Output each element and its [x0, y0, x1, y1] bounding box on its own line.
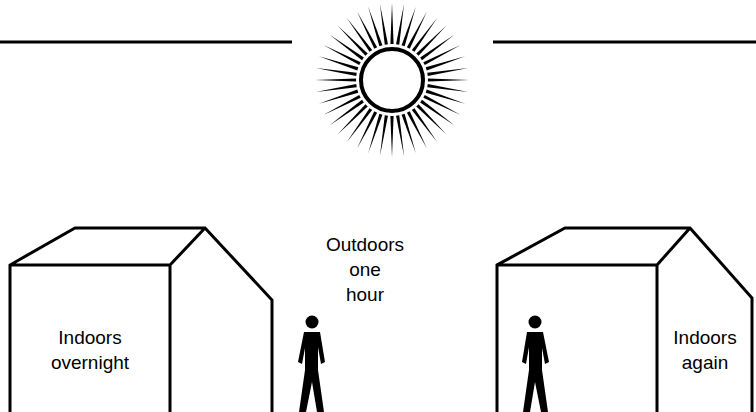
sun-ray [357, 11, 377, 48]
horizon-line [493, 41, 756, 44]
sun-ray [402, 114, 416, 154]
sun-ray [390, 3, 393, 44]
house-box: Indoors again [497, 228, 754, 412]
house-outline [497, 228, 754, 412]
sun-ray [316, 84, 357, 92]
sun-ray [426, 56, 466, 70]
sun-ray [323, 45, 360, 65]
sun-ray [319, 56, 359, 70]
sun-ray [396, 4, 404, 45]
horizon-line [0, 41, 292, 44]
house-label: Indoors overnight [51, 325, 129, 375]
free-label: Outdoors one hour [326, 232, 404, 307]
sun-ray [380, 115, 388, 156]
house-box: Indoors overnight [10, 228, 274, 412]
sun-ray [316, 68, 357, 76]
person-body [522, 332, 549, 412]
sun-ray [402, 7, 416, 47]
sun-ray [423, 95, 460, 115]
sun-ray [390, 116, 393, 157]
sun-ray [315, 78, 356, 81]
sun-ray [357, 111, 377, 148]
sun-ray [428, 78, 469, 81]
sun-ray [380, 4, 388, 45]
sun-ray [427, 84, 468, 92]
person-body [298, 332, 325, 412]
sun-ray [368, 114, 382, 154]
sun-ray [319, 90, 359, 104]
person-figure [522, 316, 549, 412]
sun-ray [427, 68, 468, 76]
sun-ray [396, 115, 404, 156]
sun-disc [361, 49, 423, 111]
person-head [529, 316, 542, 329]
sun-ray [368, 7, 382, 47]
sun-ray [423, 45, 460, 65]
sun-ray [323, 95, 360, 115]
house-outline-path [497, 228, 752, 412]
house-label: Indoors again [673, 325, 736, 375]
sun-ray [426, 90, 466, 104]
sun-ray [407, 11, 427, 48]
house-outline [10, 228, 274, 412]
person-figure [298, 316, 325, 412]
house-outline-path [10, 228, 272, 412]
sun-ray [407, 111, 427, 148]
sun-symbol [315, 3, 469, 157]
person-head [306, 316, 319, 329]
